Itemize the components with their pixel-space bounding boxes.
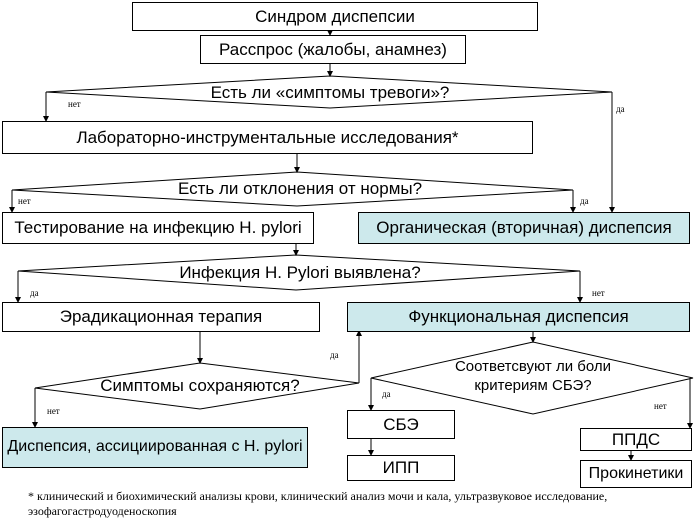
question-criteria-line1: Соответсвуют ли боли (454, 358, 612, 375)
node-ppds: ППДС (580, 428, 692, 451)
label-symptoms-yes: да (330, 350, 339, 360)
label-criteria-no: нет (654, 401, 667, 411)
question-deviation: Есть ли отклонения от нормы? (177, 179, 423, 199)
label-alarm-yes: да (616, 104, 625, 114)
node-functional: Функциональная диспепсия (347, 302, 690, 332)
node-sbe: СБЭ (347, 410, 455, 439)
question-criteria-line2: критериям СБЭ? (474, 377, 592, 394)
label-deviation-yes: да (580, 196, 589, 206)
node-lab-studies: Лабораторно-инструментальные исследовани… (2, 121, 533, 154)
label-hp-yes: да (30, 288, 39, 298)
label-hp-no: нет (592, 288, 605, 298)
node-ipp: ИПП (347, 455, 455, 481)
node-hp-testing: Тестирование на инфекцию H. pylori (2, 212, 314, 244)
node-inquiry: Расспрос (жалобы, анамнез) (200, 35, 466, 64)
label-alarm-no: нет (68, 99, 81, 109)
node-prokinetics: Прокинетики (580, 460, 692, 488)
question-hp: Инфекция H. Pylori выявлена? (179, 263, 421, 283)
question-symptoms: Симптомы сохраняются? (100, 376, 300, 396)
label-deviation-no: нет (18, 196, 31, 206)
question-alarm: Есть ли «симптомы тревоги»? (210, 83, 450, 103)
question-criteria: Соответсвуют ли боли критериям СБЭ? (420, 356, 646, 396)
node-organic: Органическая (вторичная) диспепсия (358, 212, 690, 244)
node-syndrome: Синдром диспепсии (132, 2, 538, 31)
node-eradication: Эрадикационная терапия (2, 302, 320, 332)
label-criteria-yes: да (382, 389, 391, 399)
footnote: * клинический и биохимический анализы кр… (28, 489, 608, 518)
diamond-criteria (370, 341, 694, 415)
node-hp-associated: Диспепсия, ассициированная с H. pylori (2, 427, 308, 468)
label-symptoms-no: нет (47, 406, 60, 416)
